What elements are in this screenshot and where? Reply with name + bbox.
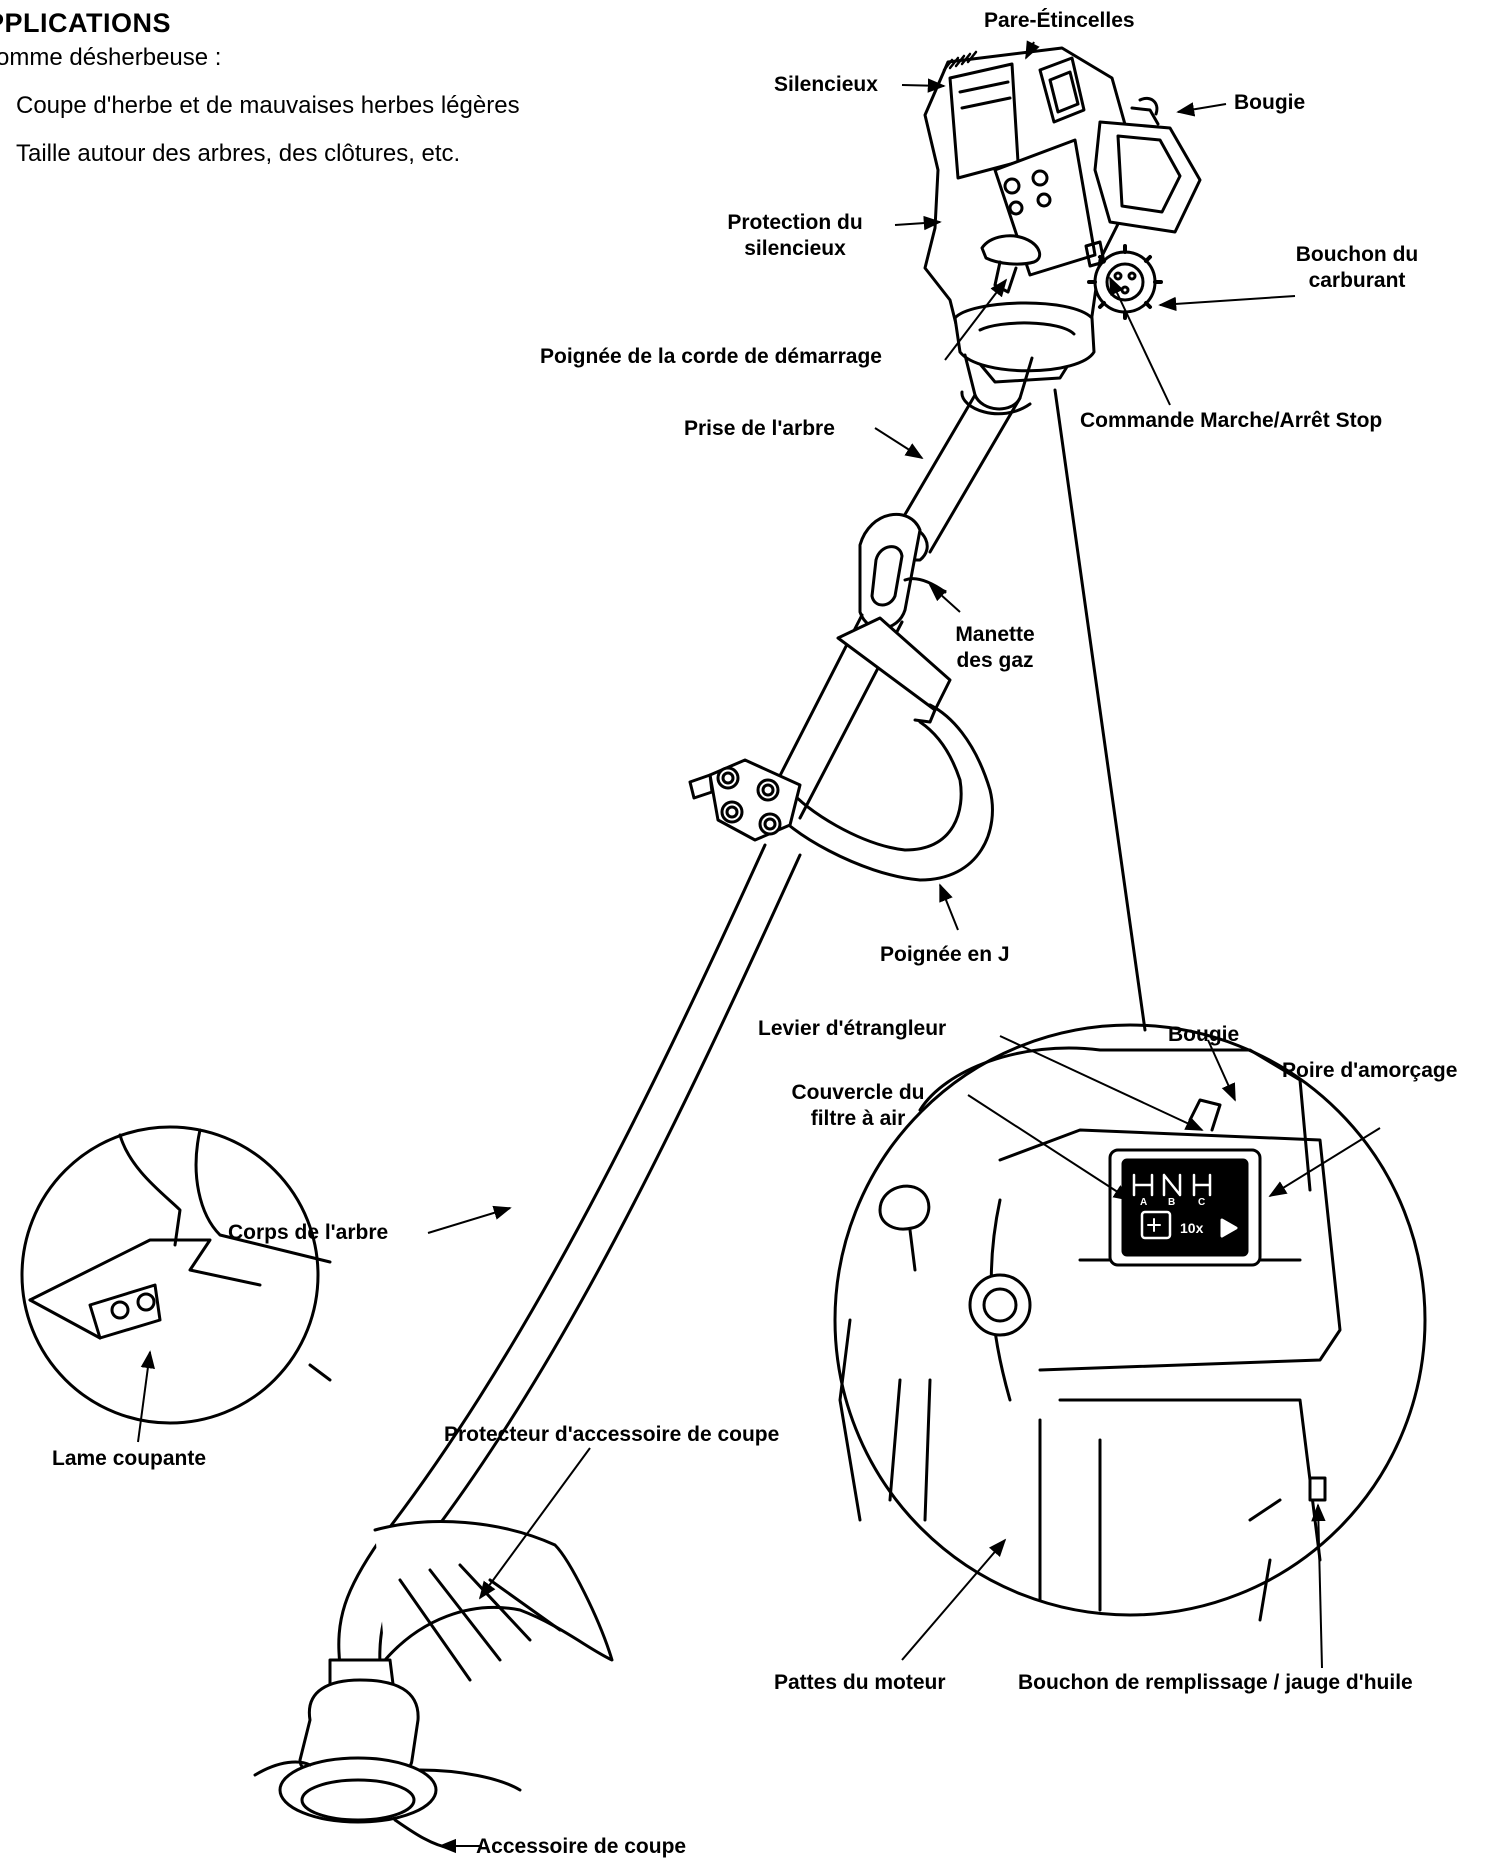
leader-engine-mounts — [901, 1538, 1007, 1661]
leader-shaft-grip — [874, 427, 924, 459]
label-fuel-cap-line2: carburant — [1308, 269, 1406, 292]
leader-guard — [478, 1447, 591, 1600]
label-air-filter-line1: Couvercle du — [791, 1081, 925, 1104]
leader-spark-plug-top — [1176, 102, 1227, 117]
label-muffler-guard: Protection du silencieux — [700, 210, 890, 262]
label-muffler-guard-line2: silencieux — [744, 237, 846, 260]
label-muffler-guard-line1: Protection du — [727, 211, 863, 234]
leader-spark-arrestor — [1025, 40, 1040, 60]
label-oil-fill: Bouchon de remplissage / jauge d'huile — [1018, 1671, 1413, 1694]
label-throttle-line1: Manette — [955, 623, 1035, 646]
label-air-filter-line2: filtre à air — [810, 1107, 906, 1130]
leader-choke-lever — [999, 1035, 1204, 1131]
leader-primer-bulb — [1268, 1127, 1381, 1197]
label-starter-rope: Poignée de la corde de démarrage — [540, 345, 882, 368]
decal-position-b: B — [1168, 1197, 1175, 1208]
applications-heading: PPLICATIONS — [0, 8, 172, 38]
leader-spark-plug-detail — [1207, 1039, 1236, 1102]
label-on-off-switch: Commande Marche/Arrêt Stop — [1080, 409, 1383, 432]
label-spark-plug-top: Bougie — [1234, 91, 1306, 114]
label-fuel-cap-line1: Bouchon du — [1295, 243, 1419, 266]
leader-muffler-guard — [894, 215, 942, 231]
label-spark-arrestor: Pare-Étincelles — [984, 9, 1135, 32]
label-j-handle: Poignée en J — [880, 943, 1010, 966]
label-cutting-attachment: Accessoire de coupe — [476, 1835, 687, 1858]
label-fuel-cap: Bouchon du carburant — [1272, 242, 1442, 294]
label-shaft-housing: Corps de l'arbre — [228, 1221, 389, 1244]
label-muffler: Silencieux — [774, 73, 878, 96]
leader-muffler — [901, 78, 946, 93]
leader-fuel-cap — [1158, 295, 1296, 312]
label-engine-mounts: Pattes du moteur — [774, 1671, 946, 1694]
label-cutting-blade: Lame coupante — [52, 1447, 207, 1470]
label-throttle-line2: des gaz — [956, 649, 1034, 672]
leader-throttle — [928, 583, 961, 613]
label-primer-bulb: Poire d'amorçage — [1282, 1059, 1458, 1082]
leader-starter-rope — [944, 278, 1008, 361]
decal-count: 10x — [1180, 1220, 1204, 1236]
application-item: Coupe d'herbe et de mauvaises herbes lég… — [16, 92, 520, 119]
applications-subtitle: omme désherbeuse : — [0, 44, 222, 71]
leader-on-off — [1109, 276, 1171, 406]
label-air-filter: Couvercle du filtre à air — [768, 1080, 948, 1132]
engine-head — [923, 46, 1202, 411]
label-shaft-grip: Prise de l'arbre — [684, 417, 835, 440]
leader-shaft-housing — [427, 1205, 512, 1234]
label-throttle: Manette des gaz — [940, 622, 1050, 674]
decal-position-a: A — [1140, 1197, 1147, 1208]
decal-position-c: C — [1198, 1197, 1205, 1208]
label-spark-plug-detail: Bougie — [1168, 1023, 1240, 1046]
leader-oil-fill — [1311, 1503, 1326, 1669]
leader-cutting-blade — [137, 1350, 155, 1443]
label-guard: Protecteur d'accessoire de coupe — [444, 1423, 780, 1446]
label-choke-lever: Levier d'étrangleur — [758, 1017, 947, 1040]
application-item: Taille autour des arbres, des clôtures, … — [16, 140, 461, 167]
leader-air-filter — [967, 1094, 1132, 1201]
leader-j-handle — [939, 883, 959, 931]
